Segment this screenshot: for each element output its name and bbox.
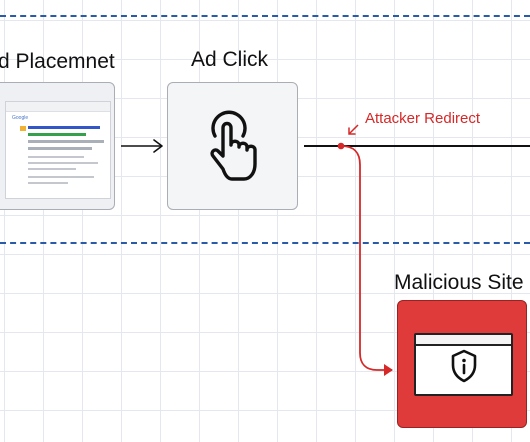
redirect-pointer-arrow <box>348 124 359 135</box>
top-dashed-divider <box>0 15 530 17</box>
result-line <box>28 147 92 150</box>
result-line <box>28 176 94 178</box>
ad-marker <box>20 126 26 131</box>
ad-placement-label: d Placemnet <box>0 50 115 73</box>
redirect-path <box>337 142 393 376</box>
hand-pointer-icon <box>210 110 257 181</box>
search-results-page: Google <box>5 101 111 199</box>
middle-dashed-divider <box>0 242 530 244</box>
attacker-redirect-label: Attacker Redirect <box>365 110 481 127</box>
malicious-site-label: Malicious Site <box>394 271 524 294</box>
arrow-placement-to-click <box>121 139 163 153</box>
browser-titlebar <box>416 335 511 346</box>
ad-placement-box: Google <box>0 82 115 210</box>
result-line <box>28 133 86 136</box>
result-line <box>28 168 76 170</box>
result-line <box>28 140 104 143</box>
result-line <box>28 156 84 158</box>
result-line <box>28 162 98 164</box>
browser-bar <box>6 102 110 112</box>
malicious-site-box <box>397 300 527 428</box>
shield-info-icon <box>451 349 477 383</box>
browser-window <box>414 333 513 396</box>
result-line <box>28 182 68 184</box>
ad-click-box <box>167 82 298 210</box>
ad-click-label: Ad Click <box>191 48 269 71</box>
google-logo: Google <box>12 115 29 121</box>
result-line <box>28 126 100 129</box>
